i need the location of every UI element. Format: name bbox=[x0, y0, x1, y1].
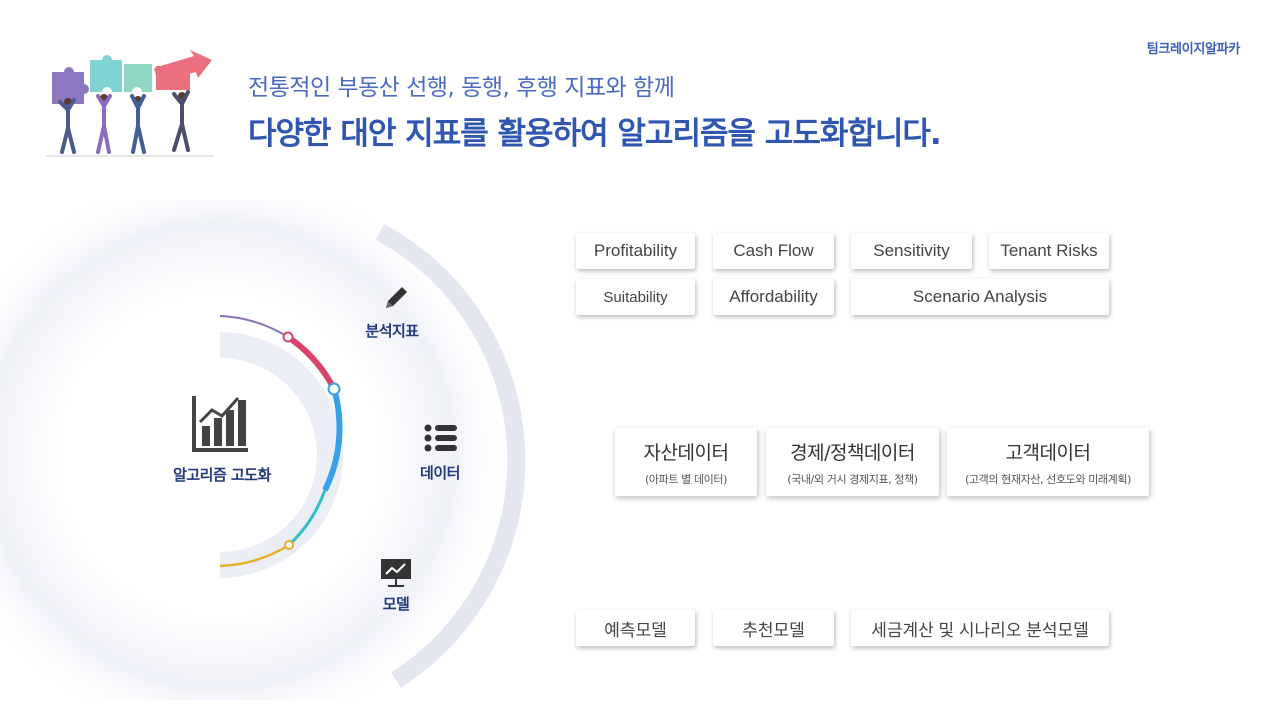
node-data-label: 데이터 bbox=[420, 464, 460, 482]
presentation-board-icon bbox=[381, 559, 411, 587]
indicator-scenario-analysis[interactable]: Scenario Analysis bbox=[851, 279, 1109, 315]
data-card-subtitle: (아파트 별 데이터) bbox=[644, 472, 728, 486]
bar-chart-icon bbox=[192, 396, 248, 452]
pencil-icon bbox=[386, 287, 407, 308]
indicator-suitability[interactable]: Suitability bbox=[576, 279, 695, 315]
indicator-affordability[interactable]: Affordability bbox=[713, 279, 834, 315]
indicator-profitability[interactable]: Profitability bbox=[576, 233, 695, 269]
indicator-cash-flow[interactable]: Cash Flow bbox=[713, 233, 834, 269]
page-title: 다양한 대안 지표를 활용하여 알고리즘을 고도화합니다. bbox=[248, 116, 942, 152]
data-card-economy[interactable]: 경제/정책데이터 (국내/외 거시 경제지표, 정책) bbox=[766, 428, 939, 496]
data-card-title: 경제/정책데이터 bbox=[790, 441, 915, 464]
subtitle: 전통적인 부동산 선행, 동행, 후행 지표와 함께 bbox=[248, 75, 675, 101]
node-analysis-label: 분석지표 bbox=[365, 322, 419, 340]
data-card-subtitle: (고객의 현재자산, 선호도와 미래계획) bbox=[965, 472, 1131, 486]
data-card-customer[interactable]: 고객데이터 (고객의 현재자산, 선호도와 미래계획) bbox=[947, 428, 1149, 496]
algorithm-diagram bbox=[0, 200, 526, 700]
list-icon bbox=[424, 424, 457, 452]
data-card-title: 자산데이터 bbox=[643, 441, 729, 464]
model-recommendation[interactable]: 추천모델 bbox=[713, 610, 834, 646]
data-card-asset[interactable]: 자산데이터 (아파트 별 데이터) bbox=[615, 428, 757, 496]
data-card-title: 고객데이터 bbox=[1005, 441, 1091, 464]
model-tax-scenario[interactable]: 세금계산 및 시나리오 분석모델 bbox=[851, 610, 1109, 646]
indicator-sensitivity[interactable]: Sensitivity bbox=[851, 233, 972, 269]
puzzle-team-illustration bbox=[46, 50, 214, 157]
data-card-subtitle: (국내/외 거시 경제지표, 정책) bbox=[787, 472, 918, 486]
node-model-label: 모델 bbox=[382, 595, 410, 613]
center-label: 알고리즘 고도화 bbox=[173, 466, 271, 484]
team-name: 팀크레이지알파카 bbox=[1146, 42, 1241, 57]
indicator-tenant-risks[interactable]: Tenant Risks bbox=[989, 233, 1109, 269]
model-prediction[interactable]: 예측모델 bbox=[576, 610, 695, 646]
